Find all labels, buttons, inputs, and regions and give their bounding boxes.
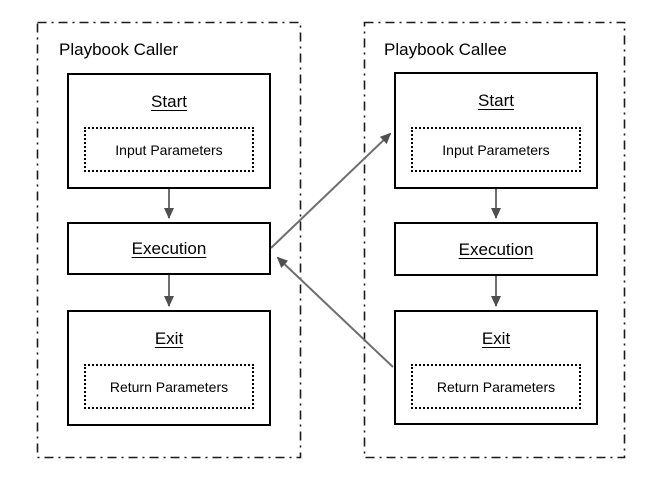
caller-container-title: Playbook Caller (57, 40, 181, 59)
caller-exit-title: Exit (154, 329, 184, 348)
callee-return-parameters-box: Return Parameters (411, 364, 581, 409)
callee-execution-node: Execution (394, 222, 598, 276)
caller-start-node: Start Input Parameters (67, 73, 271, 189)
callee-input-parameters-label: Input Parameters (442, 141, 550, 158)
callee-exit-node: Exit Return Parameters (394, 310, 598, 425)
callee-start-title: Start (478, 91, 514, 110)
edge-return-callee-exit-to-caller-execution (276, 256, 394, 368)
edge-call-caller-execution-to-callee-start (270, 132, 392, 249)
callee-container-border (363, 21, 626, 459)
caller-container-border (36, 21, 302, 459)
caller-input-parameters-box: Input Parameters (84, 127, 254, 172)
callee-start-node: Start Input Parameters (394, 72, 598, 189)
caller-input-parameters-label: Input Parameters (115, 141, 223, 158)
caller-start-title: Start (151, 92, 187, 111)
callee-execution-title: Execution (458, 239, 534, 259)
callee-exit-title: Exit (481, 329, 511, 348)
callee-return-parameters-label: Return Parameters (436, 378, 556, 395)
caller-exit-node: Exit Return Parameters (67, 310, 271, 426)
callee-container-title: Playbook Callee (382, 40, 509, 59)
caller-execution-title: Execution (131, 239, 207, 258)
caller-return-parameters-box: Return Parameters (84, 364, 254, 409)
caller-return-parameters-label: Return Parameters (109, 378, 229, 395)
caller-execution-node: Execution (67, 222, 271, 275)
callee-input-parameters-box: Input Parameters (411, 127, 581, 172)
